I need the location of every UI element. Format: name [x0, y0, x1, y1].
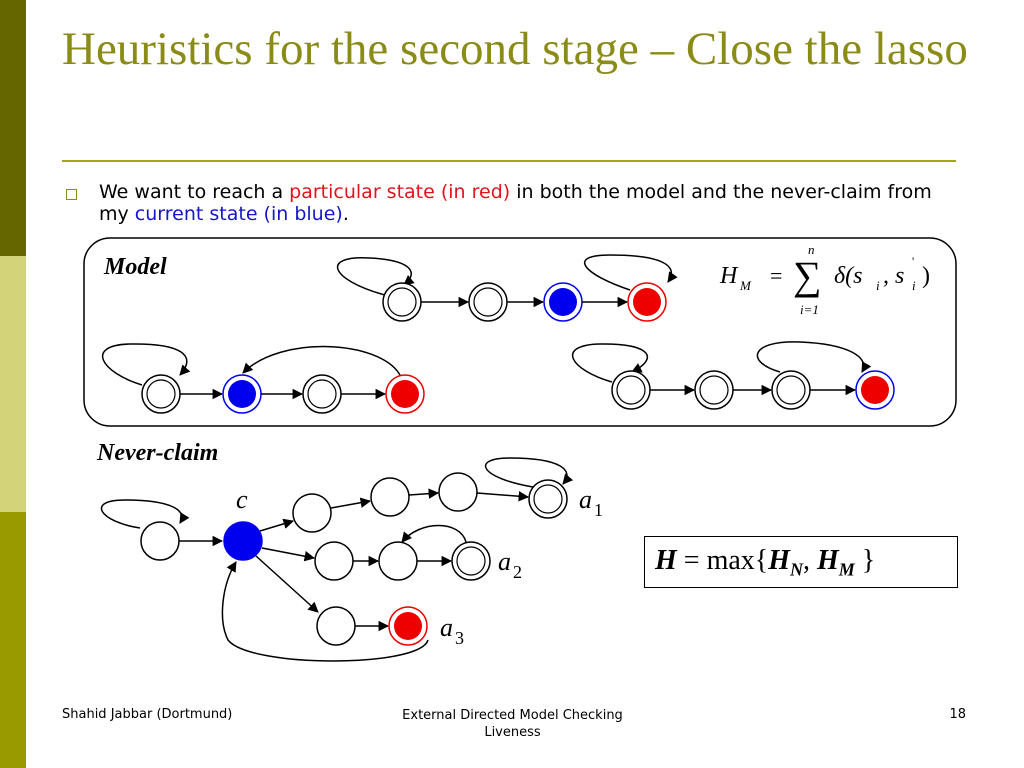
svg-text:': ' [912, 254, 914, 268]
bullet-text-part-3: . [342, 203, 349, 225]
formula-h-hn: H [768, 545, 790, 576]
nc-branch1-state-1 [292, 493, 332, 533]
svg-text:): ) [922, 263, 930, 289]
model-label: Model [103, 254, 167, 280]
model-graph-3 [571, 341, 895, 410]
nc-a1-loop [485, 457, 574, 488]
svg-text:, s: , s [883, 263, 904, 289]
formula-h-close: } [854, 545, 876, 576]
footer-title: External Directed Model Checking Livenes… [402, 708, 623, 740]
label-a2: a [498, 547, 511, 576]
bullet-text-part-2: in both the model and the never-claim fr… [99, 181, 932, 225]
nc-a2-back-edge [401, 524, 467, 543]
formula-h-box: H = max{HN, HM } [644, 536, 958, 588]
svg-text:n: n [808, 242, 815, 257]
bullet-text: We want to reach a particular state (in … [99, 181, 959, 225]
formula-h-sep: , [803, 545, 817, 576]
formula-h-hm-sub: M [838, 559, 855, 580]
model-2-back-edge [242, 345, 401, 376]
label-a1-sub: 1 [594, 500, 603, 520]
model-3-self-loop [571, 343, 648, 383]
formula-hm: H M = n ∑ i=1 δ(s i , s ' i ) [719, 242, 930, 317]
model-graph-1 [336, 254, 678, 322]
model-1-self-loop [336, 257, 415, 296]
nc-branch2-state-1 [314, 541, 354, 581]
formula-h-hn-sub: N [790, 559, 803, 580]
model-graph-2 [101, 343, 425, 414]
never-claim-label: Never-claim [96, 440, 218, 466]
model-1-current-state-fill [549, 288, 577, 316]
svg-text:M: M [739, 278, 752, 293]
label-a1: a [579, 485, 592, 514]
svg-text:∑: ∑ [793, 253, 822, 298]
slide-title: Heuristics for the second stage – Close … [62, 23, 968, 75]
model-1-target-state-fill [633, 288, 661, 316]
model-3-loop-edge [756, 341, 872, 373]
label-a3-sub: 3 [455, 628, 464, 648]
footer-author: Shahid Jabbar (Dortmund) [62, 707, 233, 722]
footer-page-number: 18 [949, 707, 966, 722]
nc-a3-back-edge [221, 561, 429, 662]
model-1-target-loop [584, 254, 678, 291]
svg-text:H: H [719, 263, 739, 289]
bullet-square-icon [66, 189, 77, 200]
nc-branch3-state-1 [316, 606, 356, 646]
sidebar-band-light [0, 256, 26, 512]
nc-branch2-state-2 [378, 541, 418, 581]
svg-text:i=1: i=1 [800, 302, 819, 317]
nc-init-state [140, 521, 180, 561]
model-box [83, 237, 957, 427]
sidebar-band-dark [0, 0, 26, 256]
formula-h-hm: H [817, 545, 839, 576]
svg-text:i: i [912, 278, 916, 293]
label-a3: a [440, 613, 453, 642]
model-2-self-loop [101, 343, 191, 386]
bullet-text-red: particular state (in red) [289, 181, 511, 203]
model-1-state-1-inner [387, 287, 417, 317]
nc-init-loop [100, 499, 190, 529]
title-divider [62, 160, 956, 162]
nc-branch1-state-3 [438, 472, 478, 512]
bullet-text-blue: current state (in blue) [134, 203, 343, 225]
formula-h-equals: = max{ [676, 545, 769, 576]
label-c: c [236, 485, 248, 514]
svg-text:=: = [770, 263, 782, 288]
never-claim-graph: c a 1 a 2 a 3 [100, 457, 603, 662]
sidebar-band-mid [0, 512, 26, 768]
bullet-text-part-1: We want to reach a [99, 181, 290, 203]
nc-branch1-state-2 [370, 477, 410, 517]
svg-text:δ(s: δ(s [834, 263, 863, 289]
label-a2-sub: 2 [513, 562, 522, 582]
svg-text:i: i [876, 278, 880, 293]
nc-current-state-c [223, 521, 263, 561]
formula-h-lhs: H [655, 545, 677, 576]
